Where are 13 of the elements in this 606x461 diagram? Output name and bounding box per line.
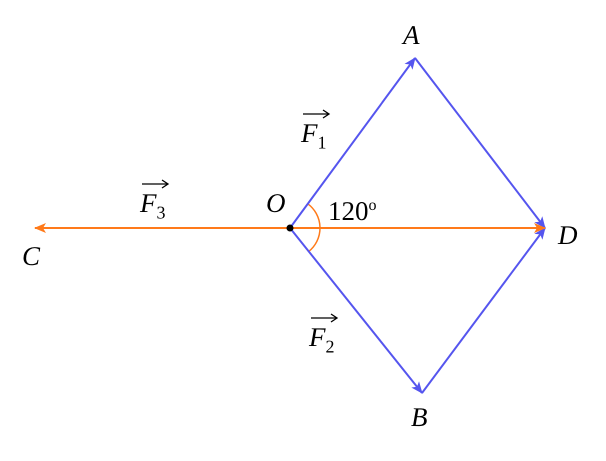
vector-label: F$_{2}$ — [309, 312, 334, 356]
force-arrow — [289, 227, 423, 394]
vector-label: F$_{3}$ — [140, 178, 166, 222]
force-arrow — [289, 57, 416, 229]
point-label: A — [403, 22, 420, 49]
point-label: B — [411, 404, 428, 431]
force-arrow — [414, 57, 546, 229]
angle-label: 120$^{o}$ — [328, 198, 376, 225]
point-label: O — [266, 190, 286, 217]
point-label: D — [558, 222, 578, 249]
vector-label: F$_{1}$ — [301, 108, 326, 152]
point-label: C — [22, 243, 40, 270]
force-arrow — [421, 227, 546, 394]
